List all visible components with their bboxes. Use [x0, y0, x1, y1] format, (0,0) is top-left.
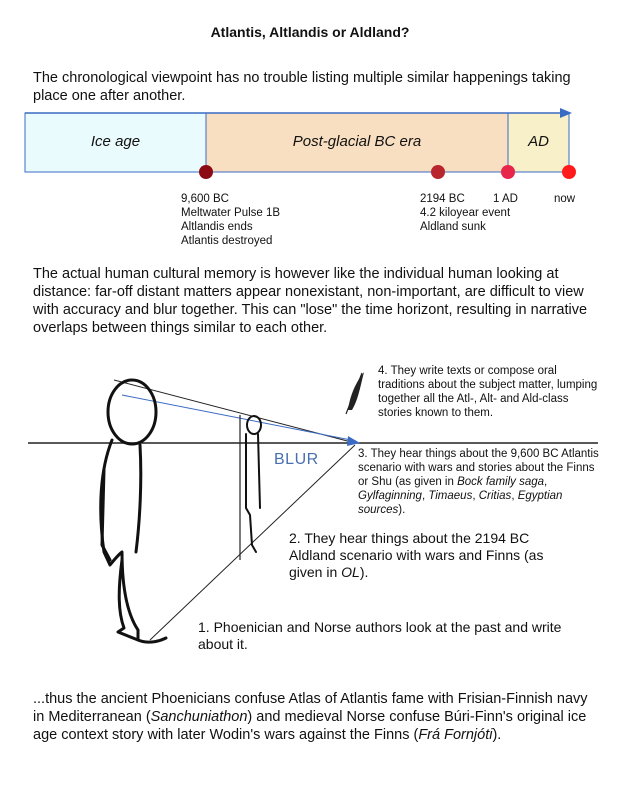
blur-label: BLUR: [274, 451, 319, 469]
quill-feather-icon: [346, 372, 364, 414]
note-1-authors-look: 1. Phoenician and Norse authors look at …: [198, 619, 568, 653]
near-figure-body: [101, 440, 166, 642]
view-arrow-head: [347, 436, 360, 446]
distant-figure-body: [246, 434, 260, 552]
note-3-atlantis-scenario: 3. They hear things about the 9,600 BC A…: [358, 447, 603, 517]
distant-figure: [246, 416, 261, 552]
near-figure-arm: [102, 470, 110, 560]
closing-paragraph: ...thus the ancient Phoenicians confuse …: [33, 690, 598, 744]
note-4-write-traditions: 4. They write texts or compose oral trad…: [378, 364, 603, 420]
near-figure: [101, 380, 166, 642]
note-2-aldland-scenario: 2. They hear things about the 2194 BC Al…: [289, 530, 574, 581]
near-figure-head: [108, 380, 156, 444]
distant-figure-head: [247, 416, 261, 434]
